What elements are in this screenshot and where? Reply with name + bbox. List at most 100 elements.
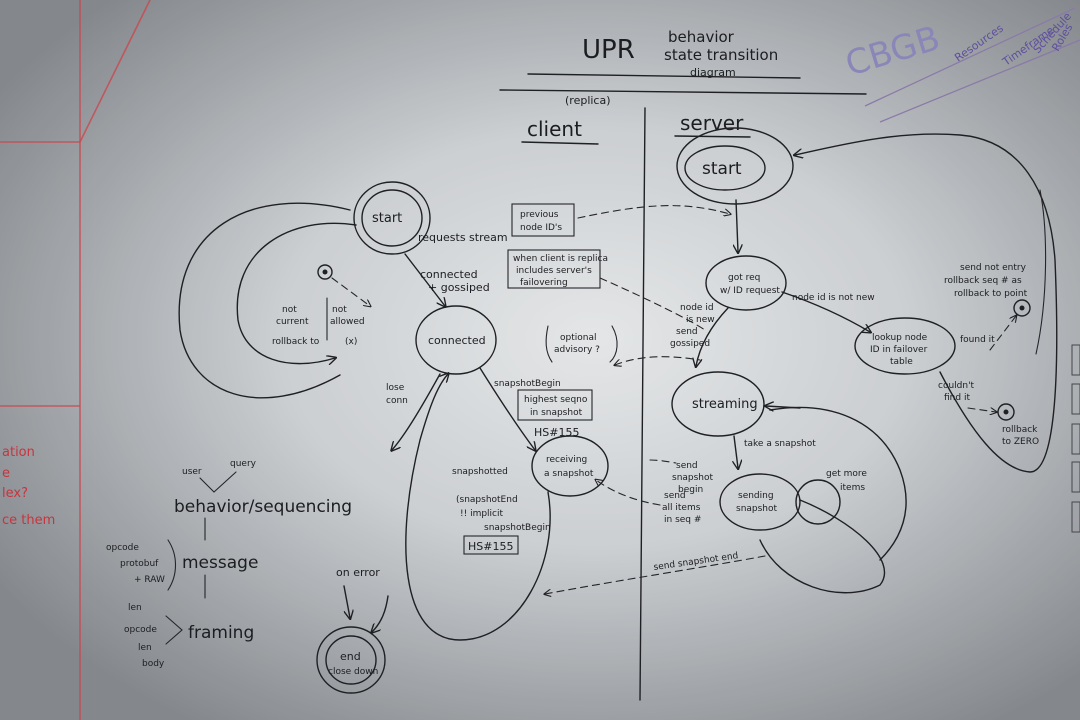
end-state: on error end close down <box>316 566 389 694</box>
title-behavior: behavior <box>668 28 735 46</box>
label-includes-servers: includes server's <box>516 266 592 276</box>
label-snapshot-end: (snapshotEnd <box>456 495 518 505</box>
got-request-label-1: got req <box>728 273 760 283</box>
loop-right-to-start <box>795 133 1058 473</box>
receiving-label-2: a snapshot <box>544 469 594 479</box>
server-lookup-state: lookup node ID in failover table <box>854 317 956 375</box>
label-previous: previous <box>520 210 559 220</box>
lookup-label-1: lookup node <box>872 333 928 343</box>
label-lose: lose <box>386 383 405 393</box>
label-send-not-entry: send not entry <box>960 263 1027 273</box>
label-gossiped: + gossiped <box>428 281 490 294</box>
title-diagram: diagram <box>690 66 736 79</box>
label-rollback-point: rollback to point <box>954 289 1028 299</box>
label-node-id-not-new: node id is not new <box>792 293 875 303</box>
left-edge-notes: ation e lex? ce them <box>2 445 55 528</box>
label-hs-155-a: HS#155 <box>534 426 579 439</box>
dashed-arrow-requests <box>577 205 730 219</box>
client-start-label: start <box>372 211 402 226</box>
arrow-to-sending <box>734 435 738 468</box>
server-start-label: start <box>702 159 742 179</box>
label-items: items <box>840 483 865 493</box>
layer-query: query <box>230 459 257 469</box>
label-x: (x) <box>345 337 357 347</box>
dashed-arrow-couldnt <box>967 408 996 412</box>
frm-len: len <box>128 603 142 613</box>
sending-label-2: snapshot <box>736 504 778 514</box>
label-rollback-to: rollback to <box>272 337 320 347</box>
server-got-request-state: got req w/ ID request <box>705 255 787 311</box>
frm-len-2: len <box>138 643 152 653</box>
arrow-to-lookup <box>781 291 870 332</box>
label-in-seq: in seq # <box>664 515 701 525</box>
loop-left-inner <box>236 222 357 363</box>
streaming-label: streaming <box>692 397 758 412</box>
label-current: current <box>276 317 309 327</box>
client-initial-marker <box>317 264 370 306</box>
arrow-lose-conn <box>392 373 441 450</box>
label-node-ids: node ID's <box>520 223 562 233</box>
arrow-start-to-connected <box>404 253 445 306</box>
label-snapshot-begin-2: snapshotBegin <box>484 523 551 533</box>
label-get-more: get more <box>826 469 867 479</box>
label-requests-stream: requests stream <box>418 231 508 244</box>
highest-seqno-box <box>517 389 593 421</box>
layer-behavior-sequencing: behavior/sequencing <box>174 497 352 517</box>
frm-body: body <box>142 659 165 669</box>
rollback-point-marker <box>1013 299 1031 317</box>
label-node-id: node id <box>680 303 714 313</box>
layer-framing: framing <box>188 623 254 643</box>
label-connected: connected <box>420 268 478 281</box>
server-sending-state: sending snapshot <box>719 473 801 531</box>
label-couldnt: couldn't <box>938 381 975 391</box>
label-highest-seqno: highest seqno <box>524 395 588 405</box>
got-more-loop <box>795 479 841 525</box>
receiving-label-1: receiving <box>546 455 587 465</box>
label-implicit: !! implicit <box>460 509 504 519</box>
label-begin-s: begin <box>678 485 703 495</box>
dashed-arrow-items <box>596 480 661 506</box>
client-heading: client <box>527 117 582 141</box>
left-note-1: ation <box>2 445 35 460</box>
left-note-3: lex? <box>2 486 28 501</box>
label-send-s: send <box>676 461 698 471</box>
hs-box-2 <box>463 535 519 555</box>
right-edge-markers <box>1071 344 1080 533</box>
label-allowed: allowed <box>330 317 365 327</box>
label-failovering: failovering <box>520 278 568 288</box>
server-start-state: start <box>676 127 794 205</box>
loop-snapshotted <box>405 374 551 641</box>
loop-left-outer <box>178 202 351 399</box>
label-to-zero: to ZERO <box>1002 437 1039 447</box>
loop-sending-to-streaming <box>759 406 907 594</box>
title-upr: UPR <box>582 35 635 65</box>
client-start-state: start <box>353 181 431 255</box>
label-send: send <box>676 327 698 337</box>
label-send-all: send <box>664 491 686 501</box>
label-is-new: is new <box>686 315 715 325</box>
msg-protobuf: protobuf <box>120 559 159 569</box>
arrow-start-to-got-request <box>736 199 738 252</box>
arrow-connected-to-receiving <box>479 367 535 450</box>
label-gossiped-s: gossiped <box>670 339 710 349</box>
title-state-transition: state transition <box>664 46 778 64</box>
label-found-it: found it <box>960 335 995 345</box>
red-grid-lines <box>0 0 151 720</box>
end-label: end <box>340 650 361 663</box>
label-snapshotted: snapshotted <box>452 467 508 477</box>
label-snapshot-begin: snapshotBegin <box>494 379 561 389</box>
got-request-label-2: w/ ID request <box>720 286 780 296</box>
arrow-to-streaming <box>696 307 729 366</box>
client-receiving-state: receiving a snapshot <box>531 435 609 497</box>
label-snapshot-s: snapshot <box>672 473 714 483</box>
layer-message: message <box>182 553 258 573</box>
lookup-label-3: table <box>890 357 913 367</box>
left-note-4: ce them <box>2 513 55 528</box>
protocol-layers: user query behavior/sequencing opcode pr… <box>106 459 352 669</box>
label-take-snapshot: take a snapshot <box>744 439 816 449</box>
dashed-arrow-snapshot-end <box>545 555 766 594</box>
label-not-2: not <box>332 305 347 315</box>
client-connected-state: connected <box>415 305 497 375</box>
